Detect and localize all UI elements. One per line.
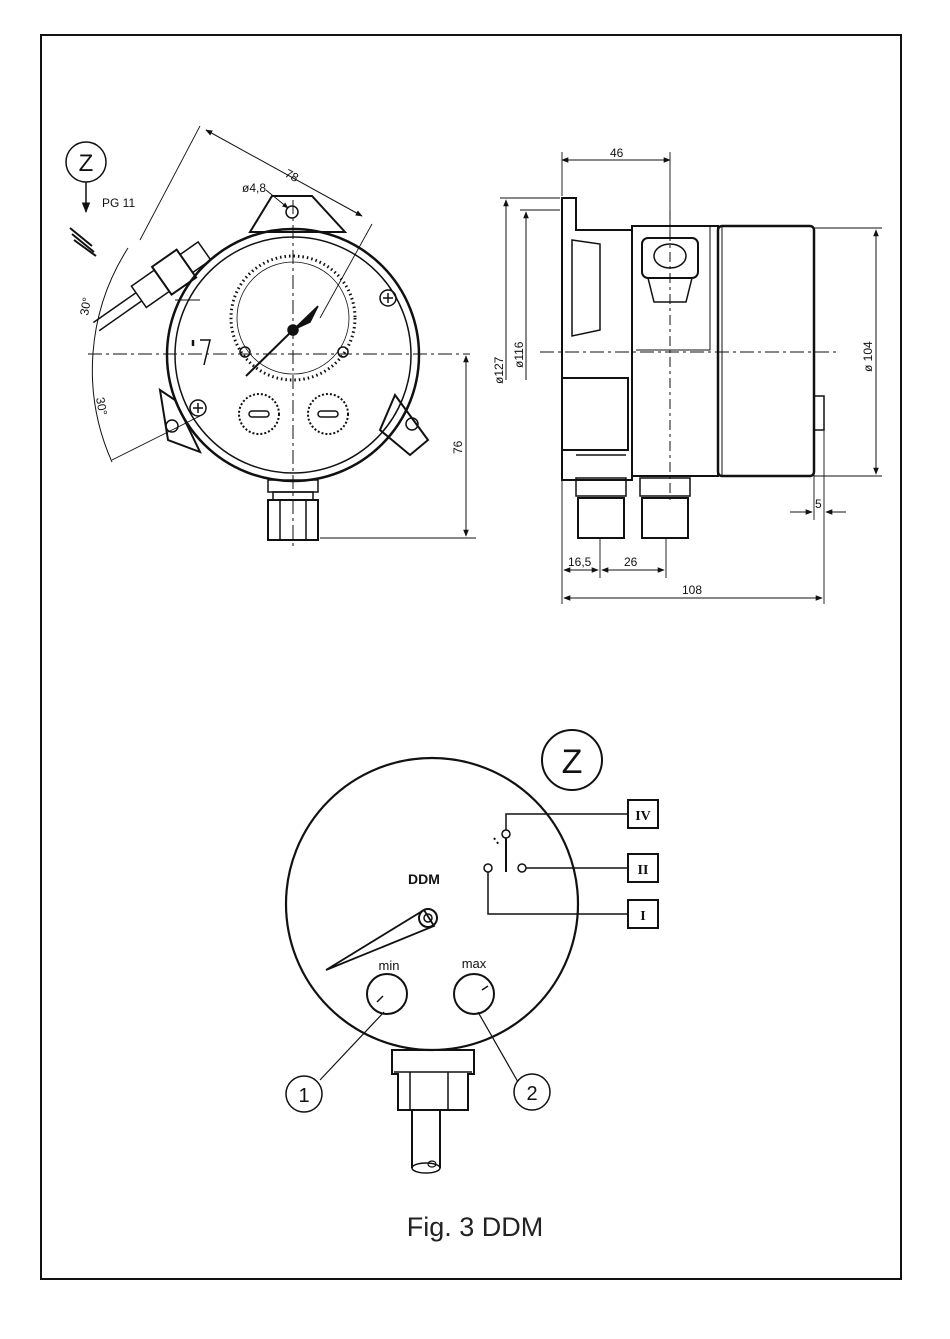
view-marker-z-bottom-label: Z (562, 743, 583, 781)
angle-lower: 30° (93, 396, 110, 416)
dim-46: 46 (610, 146, 624, 160)
min-label: min (379, 958, 400, 973)
dim-5: 5 (815, 497, 822, 511)
terminal-i: I (640, 909, 645, 924)
dim-78: 78 (283, 166, 302, 185)
angle-upper: 30° (77, 296, 94, 316)
side-view (500, 152, 882, 604)
dim-104: ø 104 (861, 341, 875, 372)
front-view (70, 126, 476, 548)
dim-16-5: 16,5 (568, 555, 592, 569)
max-label: max (462, 956, 487, 971)
dim-76: 76 (451, 440, 465, 454)
dim-26: 26 (624, 555, 638, 569)
dim-108: 108 (682, 583, 702, 597)
device-label: DDM (408, 871, 440, 887)
dim-127: ø127 (492, 356, 506, 384)
cable-gland-label: PG 11 (102, 196, 135, 210)
view-marker-z-label: Z (79, 150, 94, 177)
callout-1-label: 1 (298, 1085, 309, 1107)
figure-caption: Fig. 3 DDM (0, 1212, 950, 1243)
dim-hole-diameter: ø4,8 (242, 181, 266, 195)
terminal-ii: II (638, 863, 649, 878)
dim-116: ø116 (512, 341, 526, 368)
terminal-iv: IV (635, 809, 651, 824)
callout-2-label: 2 (526, 1083, 537, 1105)
